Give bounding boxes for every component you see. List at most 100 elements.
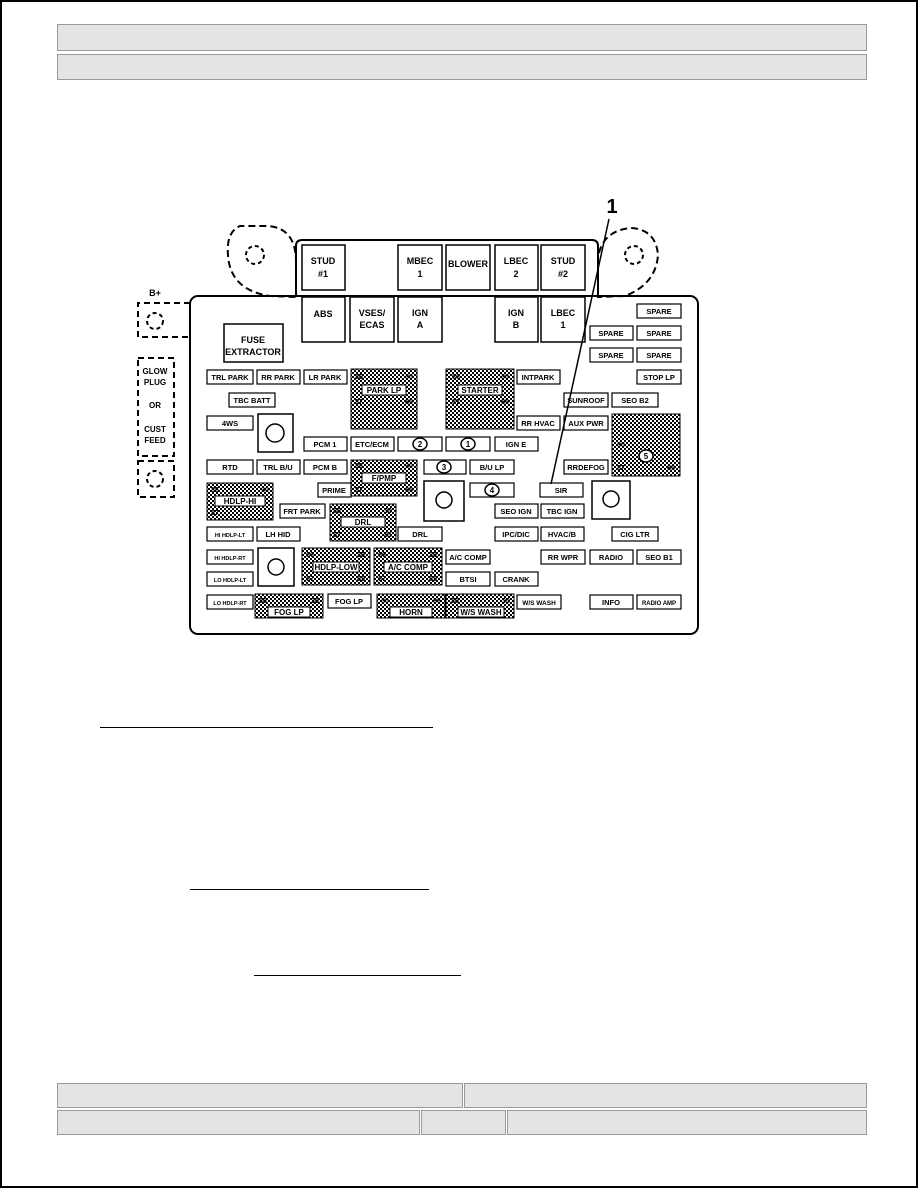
svg-text:87: 87 [378, 576, 386, 583]
svg-text:85: 85 [501, 399, 509, 406]
blower-fuse [445, 244, 491, 291]
lo-hdlp-rt-label: LO HDLP-RT [213, 601, 247, 607]
spare-label-3: SPARE [646, 329, 671, 338]
svg-text:5: 5 [644, 452, 649, 461]
svg-text:86: 86 [211, 487, 219, 494]
svg-text:30: 30 [261, 487, 269, 494]
ws-wash-label: W/S WASH [522, 600, 556, 607]
svg-text:87: 87 [211, 510, 219, 517]
lbec2-num: 2 [513, 269, 518, 279]
ecas-label: ECAS [359, 320, 384, 330]
round-terminals [257, 413, 631, 587]
hvac-b-label: HVAC/B [548, 530, 577, 539]
svg-text:86: 86 [259, 598, 267, 605]
svg-text:30: 30 [311, 598, 319, 605]
info-label: INFO [602, 598, 620, 607]
sir-label: SIR [555, 486, 568, 495]
svg-text:30: 30 [384, 508, 392, 515]
relay-pin-numbers: 86 30 87 85 86 30 87 85 30 87 85 86 30 8… [211, 374, 675, 605]
top-raised-section [295, 239, 599, 297]
svg-text:30: 30 [405, 463, 413, 470]
footer-bar-right-top [464, 1083, 867, 1108]
fuse-block-housing [189, 295, 699, 635]
svg-text:85: 85 [667, 465, 675, 472]
callout-number: 1 [606, 196, 617, 218]
ign-b-letter: B [513, 320, 520, 330]
sunroof-label: SUNROOF [567, 396, 605, 405]
lbec1-label: LBEC [551, 308, 576, 318]
top-maxi-labels: STUD #1 MBEC 1 BLOWER LBEC 2 STUD #2 ABS… [311, 256, 576, 330]
pcm-b-label: PCM B [313, 463, 338, 472]
terminal-b-icon [435, 491, 453, 509]
stud1-fuse [301, 244, 346, 291]
svg-text:2: 2 [418, 440, 423, 449]
lo-hdlp-lt-label: LO HDLP-LT [214, 578, 247, 584]
mbec1-num: 1 [417, 269, 422, 279]
svg-text:86: 86 [333, 508, 341, 515]
relays [206, 368, 681, 619]
rr-wpr-label: RR WPR [548, 553, 579, 562]
terminal-b-box [423, 480, 465, 522]
aux-pwr-label: AUX PWR [568, 419, 604, 428]
rr-relay-block [611, 413, 681, 477]
fog-lp-label: FOG LP [335, 597, 363, 606]
relay-name-plates [214, 384, 505, 618]
svg-text:30: 30 [381, 598, 389, 605]
rr-park-label: RR PARK [261, 373, 295, 382]
terminal-c-icon [602, 490, 620, 508]
btsi-label: BTSI [459, 575, 476, 584]
svg-text:86: 86 [355, 374, 363, 381]
vses-label: VSES/ [359, 308, 386, 318]
lbec1-fuse [540, 296, 586, 343]
drl-label: DRL [412, 530, 428, 539]
svg-text:85: 85 [357, 576, 365, 583]
rr-hvac-label: RR HVAC [521, 419, 555, 428]
footer-bar-mid-bottom [421, 1110, 506, 1135]
spare-label-4: SPARE [598, 351, 623, 360]
cig-ltr-label: CIG LTR [620, 530, 650, 539]
b-plus-terminal-outline [137, 302, 190, 338]
svg-text:85: 85 [429, 576, 437, 583]
terminal-a-icon [265, 423, 285, 443]
trl-park-label: TRL PARK [211, 373, 249, 382]
abs-fuse [301, 296, 346, 343]
svg-text:87: 87 [452, 399, 460, 406]
fog-lp-relay-label: FOG LP [274, 608, 304, 617]
circled-numbers [412, 437, 654, 497]
fog-lp-relay [254, 593, 324, 619]
svg-text:30: 30 [405, 374, 413, 381]
or-label: OR [149, 401, 161, 410]
frt-park-label: FRT PARK [283, 507, 321, 516]
underline-3 [254, 975, 461, 976]
starter-relay [445, 368, 515, 430]
ign-b-label: IGN [508, 308, 524, 318]
trl-bu-label: TRL B/U [263, 463, 292, 472]
footer-bar-left-top [57, 1083, 463, 1108]
svg-text:87: 87 [306, 576, 314, 583]
spare-label-1: SPARE [646, 307, 671, 316]
ac-comp-label: A/C COMP [449, 553, 487, 562]
rtd-label: RTD [222, 463, 238, 472]
stud1-num: #1 [318, 269, 328, 279]
circled-number-labels: 2 1 3 4 5 [418, 440, 649, 495]
4ws-label: 4WS [222, 419, 238, 428]
svg-text:85: 85 [384, 532, 392, 539]
svg-text:30: 30 [502, 598, 510, 605]
seo-b1-label: SEO B1 [645, 553, 673, 562]
stop-lp-label: STOP LP [643, 373, 675, 382]
crank-label: CRANK [502, 575, 530, 584]
stud1-label: STUD [311, 256, 336, 266]
header-bar-top [57, 24, 867, 51]
svg-text:85: 85 [405, 399, 413, 406]
cust-feed-terminal-icon [146, 470, 164, 488]
hdlp-low-label: HDLP-LOW [314, 563, 358, 572]
tbc-batt-label: TBC BATT [234, 396, 271, 405]
ign-e-label: IGN E [506, 440, 526, 449]
prime-label: PRIME [322, 486, 346, 495]
intpark-label: INTPARK [522, 373, 555, 382]
svg-text:30: 30 [617, 442, 625, 449]
park-lp-label: PARK LP [367, 386, 402, 395]
pcm1-label: PCM 1 [314, 440, 337, 449]
mini-fuse-labels: TRL PARK RR PARK LR PARK TBC BATT 4WS PC… [211, 307, 676, 607]
